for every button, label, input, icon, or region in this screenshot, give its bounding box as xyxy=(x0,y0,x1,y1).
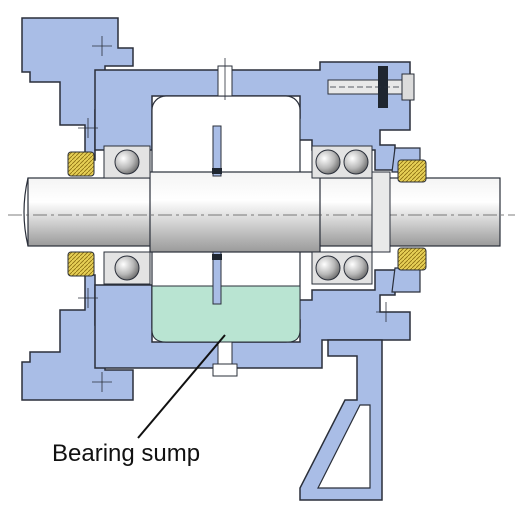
bearing-sump-label: Bearing sump xyxy=(52,440,201,467)
bearing-sump-oil xyxy=(151,285,301,343)
left-flange-top xyxy=(21,17,134,161)
callout-leader-line xyxy=(137,334,226,439)
oil-flinger xyxy=(212,125,222,305)
oil-drain-plug-icon xyxy=(212,341,238,377)
double-ball-bearing-icon xyxy=(311,145,391,285)
left-flange-bottom xyxy=(21,274,134,401)
ball-bearing-icon xyxy=(103,145,151,285)
bolt-icon xyxy=(327,66,415,108)
lip-seal-icon xyxy=(67,151,427,277)
reference-crosses xyxy=(78,36,396,392)
vent-plug-icon xyxy=(217,58,233,100)
